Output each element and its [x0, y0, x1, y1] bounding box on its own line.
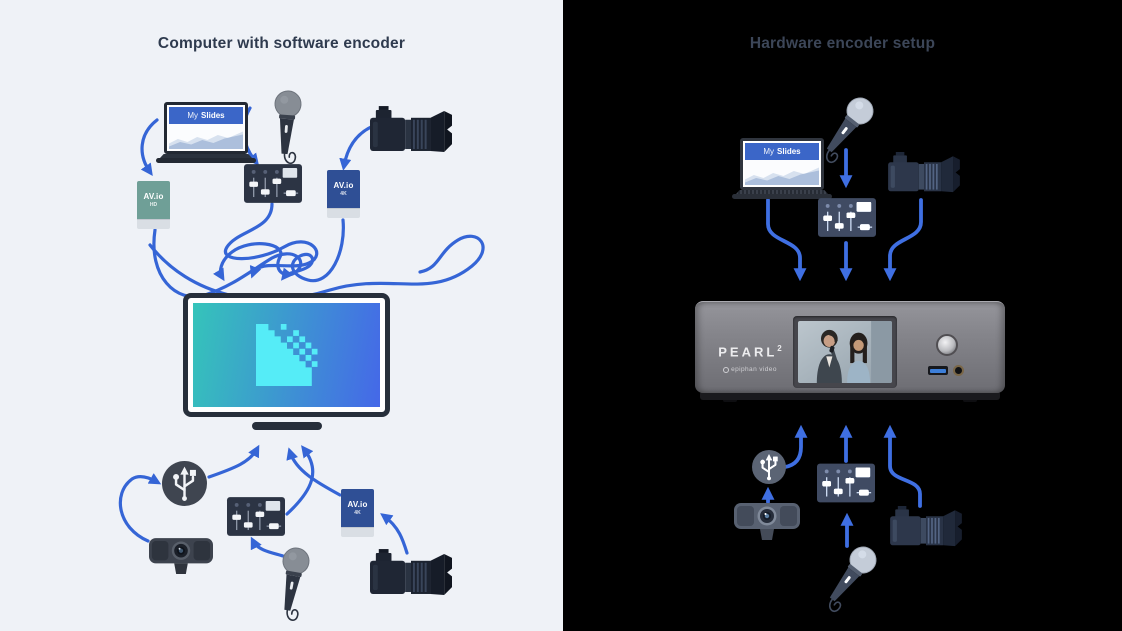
microphone-icon	[272, 545, 312, 623]
mixer-icon	[817, 197, 877, 238]
mixer-icon	[243, 163, 303, 204]
software-encoder-panel: Computer with software encoder	[0, 0, 563, 631]
laptop-keyboard	[160, 154, 252, 158]
pearl-touchscreen-frame	[793, 316, 897, 388]
slides-titlebar: My Slides	[169, 107, 243, 124]
pearl-usb-port	[928, 366, 948, 375]
monitor-icon	[183, 293, 390, 417]
laptop-screen: My Slides	[164, 102, 248, 154]
encoder-software-screen	[193, 303, 380, 407]
slides-title-bold: Slides	[777, 147, 801, 156]
pearl-device: PEARL2 epiphan video	[695, 301, 1005, 393]
laptop-base	[156, 158, 256, 163]
pearl-power-knob	[936, 334, 958, 356]
pixel-encoder-logo	[255, 324, 318, 386]
pearl-vendor-label: epiphan video	[717, 366, 783, 373]
pearl-audio-jack	[953, 365, 964, 376]
avio-4k-front: AV.io 4K	[341, 489, 374, 527]
slides-title-light: My	[763, 147, 775, 156]
pearl-chassis-base	[700, 391, 1000, 400]
laptop-screen: My Slides	[740, 138, 824, 190]
camera-icon	[369, 105, 453, 153]
microphone-icon	[270, 89, 303, 165]
right-panel-title: Hardware encoder setup	[749, 35, 936, 52]
epiphan-logo-icon	[723, 366, 730, 373]
slides-chart	[169, 124, 243, 149]
hardware-encoder-panel: Hardware encoder setup	[563, 0, 1122, 631]
pearl-model-superscript: 2	[777, 344, 782, 353]
avio-base	[341, 527, 374, 537]
slides-titlebar: My Slides	[745, 143, 819, 160]
avio-box-icon: AV.io HD	[137, 181, 170, 229]
pearl-foot	[723, 398, 737, 402]
camera-icon	[889, 505, 963, 548]
microphone-icon	[815, 540, 883, 616]
webcam-icon	[149, 538, 213, 574]
pearl-touchscreen	[798, 321, 892, 383]
webcam-icon	[734, 503, 800, 540]
slides-title-light: My	[187, 111, 199, 120]
mixer-icon	[226, 496, 286, 537]
avio-box-icon: AV.io 4K	[341, 489, 374, 537]
avio-box-icon: AV.io 4K	[327, 170, 360, 218]
pearl-foot	[963, 398, 977, 402]
monitor-stand	[252, 422, 322, 430]
usb-icon	[750, 448, 788, 486]
laptop-keyboard	[736, 190, 828, 194]
camera-icon	[887, 151, 961, 194]
laptop-base	[732, 194, 832, 199]
mixer-icon	[816, 462, 876, 504]
camera-icon	[369, 548, 453, 596]
left-panel-title: Computer with software encoder	[157, 35, 406, 52]
laptop-icon: My Slides	[156, 102, 256, 163]
avio-base	[137, 219, 170, 229]
touchscreen-video-preview	[798, 321, 892, 383]
slides-chart	[745, 160, 819, 185]
pearl-brand-label: PEARL2	[718, 344, 782, 360]
avio-4k-front: AV.io 4K	[327, 170, 360, 208]
avio-base	[327, 208, 360, 218]
avio-hd-front: AV.io HD	[137, 181, 170, 219]
laptop-icon: My Slides	[732, 138, 832, 199]
slides-title-bold: Slides	[201, 111, 225, 120]
usb-icon	[160, 459, 209, 508]
